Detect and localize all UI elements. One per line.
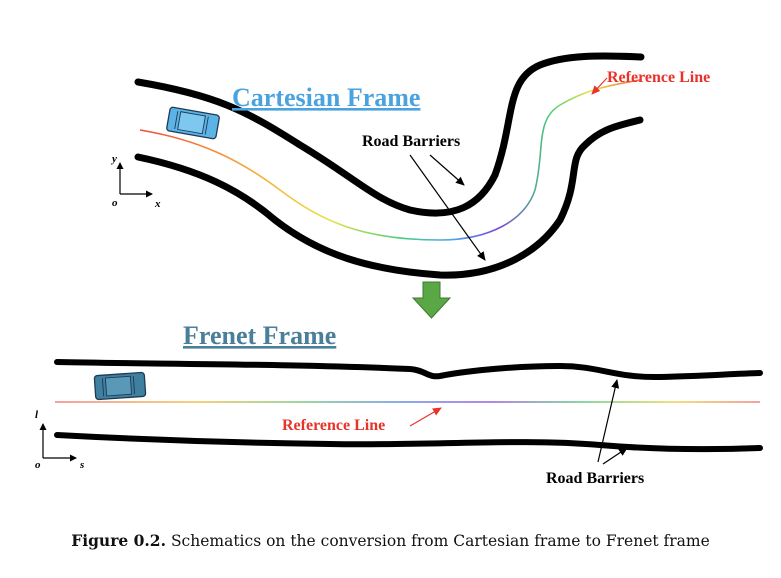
- cartesian-lower-barrier: [134, 116, 644, 279]
- cartesian-frame-title: Cartesian Frame: [232, 83, 420, 112]
- frenet-reference-line-label: Reference Line: [282, 417, 385, 434]
- cartesian-reference-arrow: [591, 77, 608, 95]
- frenet-barrier-arrow-1: [597, 379, 620, 463]
- cartesian-axis-x-label: x: [154, 198, 161, 210]
- cartesian-road-barriers-label: Road Barriers: [362, 133, 460, 150]
- frenet-reference-arrow: [409, 407, 442, 427]
- frenet-axis-s-label: s: [79, 459, 84, 471]
- frenet-barrier-arrow-2: [602, 447, 628, 465]
- figure-caption-label: Figure 0.2.: [71, 531, 166, 550]
- cartesian-axis-origin-label: o: [112, 197, 118, 209]
- figure-caption: Figure 0.2. Schematics on the conversion…: [0, 531, 781, 550]
- cartesian-upper-barrier: [134, 52, 645, 217]
- figure-caption-text: Schematics on the conversion from Cartes…: [170, 532, 710, 550]
- cartesian-barrier-arrow-1: [429, 154, 465, 186]
- frenet-upper-barrier: [54, 359, 763, 381]
- cartesian-reference-line: [139, 79, 641, 241]
- frenet-axis-l-label: l: [35, 409, 39, 421]
- frenet-axes: l s o: [35, 409, 84, 471]
- cartesian-car: [166, 106, 220, 140]
- frenet-car: [93, 371, 147, 401]
- cartesian-axis-y-label: y: [110, 153, 117, 165]
- cartesian-axes: y x o: [110, 153, 161, 210]
- cartesian-barrier-arrow-2: [409, 154, 486, 261]
- frenet-axis-origin-label: o: [35, 459, 41, 471]
- cartesian-reference-line-label: Reference Line: [607, 69, 710, 86]
- frenet-frame-title: Frenet Frame: [183, 321, 336, 350]
- frenet-road-barriers-label: Road Barriers: [546, 470, 644, 487]
- conversion-down-arrow: [411, 281, 452, 319]
- frenet-lower-barrier: [54, 432, 763, 453]
